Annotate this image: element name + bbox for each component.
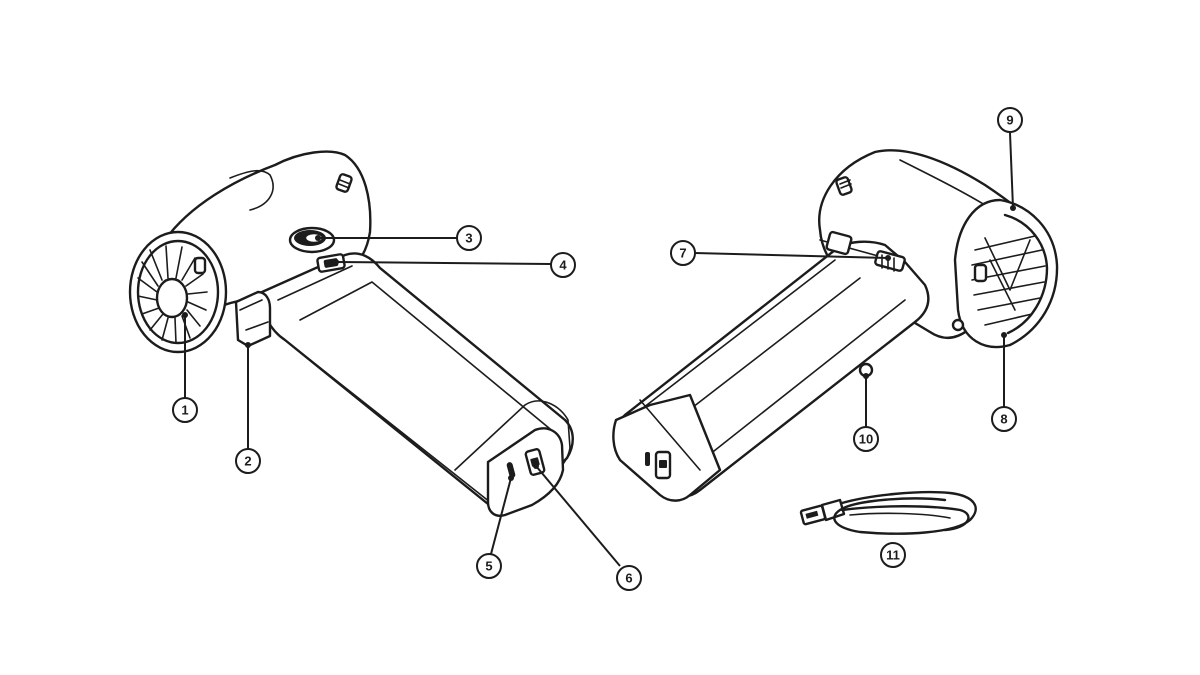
- right-blower-unit: [612, 149, 1059, 502]
- left-blower-unit: [128, 150, 574, 517]
- callout-number: 4: [559, 258, 567, 273]
- callout-9: 9: [997, 107, 1023, 133]
- callout-number: 6: [625, 571, 632, 586]
- callout-6: 6: [616, 565, 642, 591]
- callout-number: 8: [1000, 412, 1007, 427]
- leader-lines: [182, 132, 1016, 567]
- callout-8: 8: [991, 406, 1017, 432]
- callout-7: 7: [670, 240, 696, 266]
- callout-number: 5: [485, 559, 492, 574]
- callout-number: 1: [181, 403, 188, 418]
- leader-7: [694, 252, 889, 259]
- callout-number: 3: [465, 231, 472, 246]
- callout-number: 2: [244, 454, 251, 469]
- callout-number: 10: [859, 432, 873, 447]
- callout-4: 4: [550, 252, 576, 278]
- callout-5: 5: [476, 553, 502, 579]
- callout-2: 2: [235, 448, 261, 474]
- callout-number: 11: [886, 548, 900, 563]
- leader-5: [490, 477, 512, 555]
- callout-11: 11: [880, 542, 906, 568]
- leader-4: [335, 261, 552, 265]
- leader-6: [535, 465, 621, 567]
- usb-cable: [799, 490, 977, 535]
- leader-9: [1009, 132, 1014, 209]
- callout-10: 10: [853, 426, 879, 452]
- callout-number: 7: [679, 246, 686, 261]
- callout-1: 1: [172, 397, 198, 423]
- callout-3: 3: [456, 225, 482, 251]
- callout-number: 9: [1006, 113, 1013, 128]
